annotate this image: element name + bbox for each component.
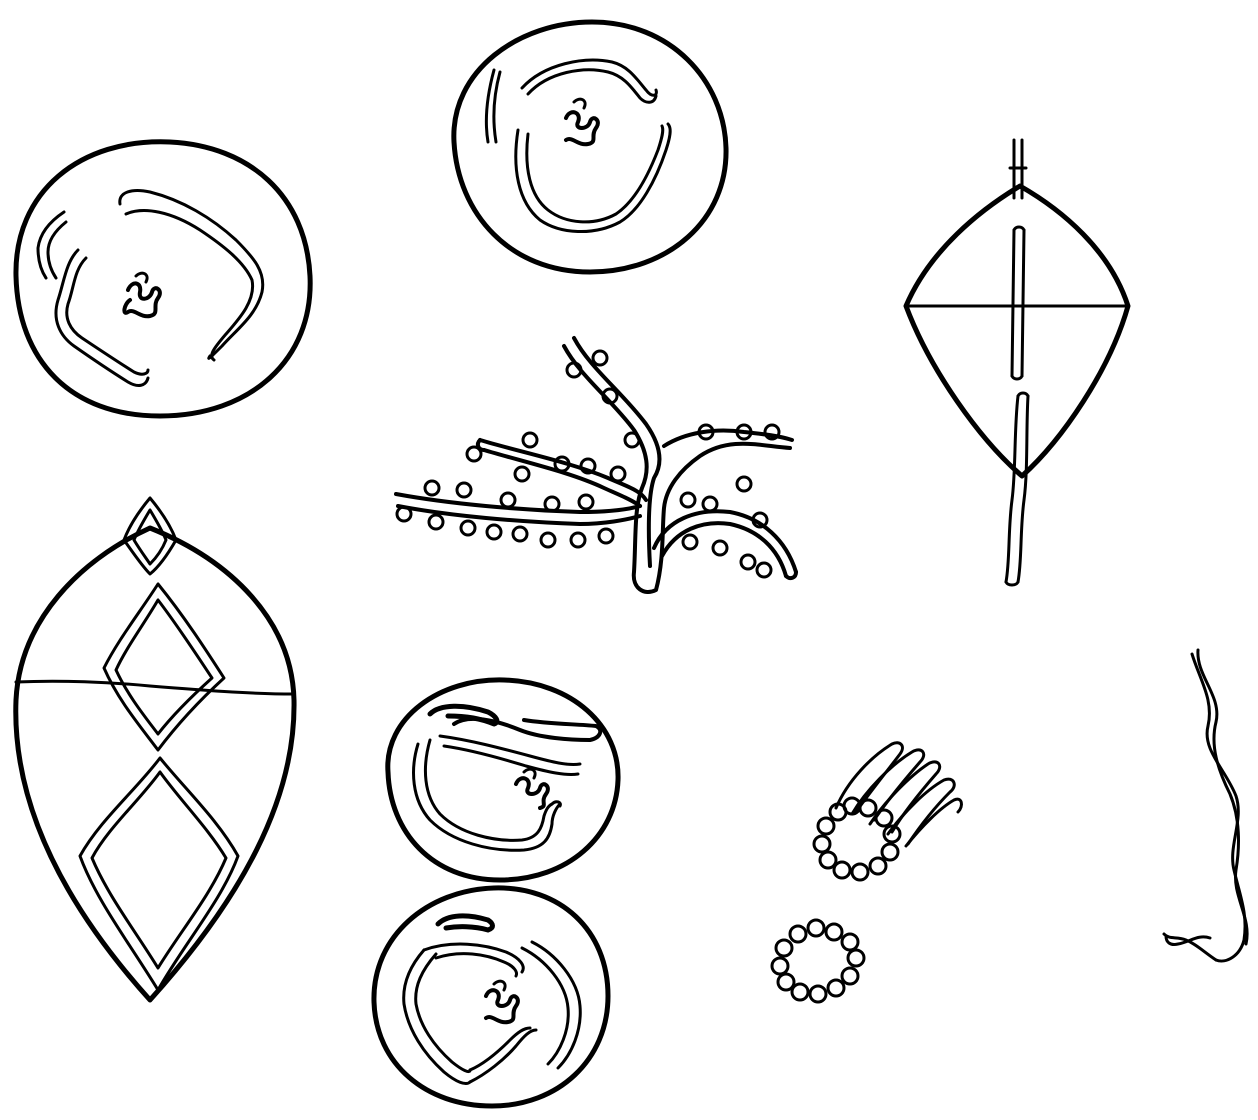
- cell-top-center: [454, 22, 726, 272]
- twisted-strand: [1164, 650, 1247, 961]
- small-ring: [772, 920, 864, 1002]
- cell-mid-center: [388, 680, 618, 880]
- ring-bundle: [814, 743, 961, 880]
- cell-bottom-center: [374, 888, 608, 1106]
- branched-figure: [396, 338, 796, 592]
- spindle-right: [906, 140, 1128, 585]
- cell-top-left: [16, 142, 310, 416]
- spindle-left: [16, 498, 294, 1000]
